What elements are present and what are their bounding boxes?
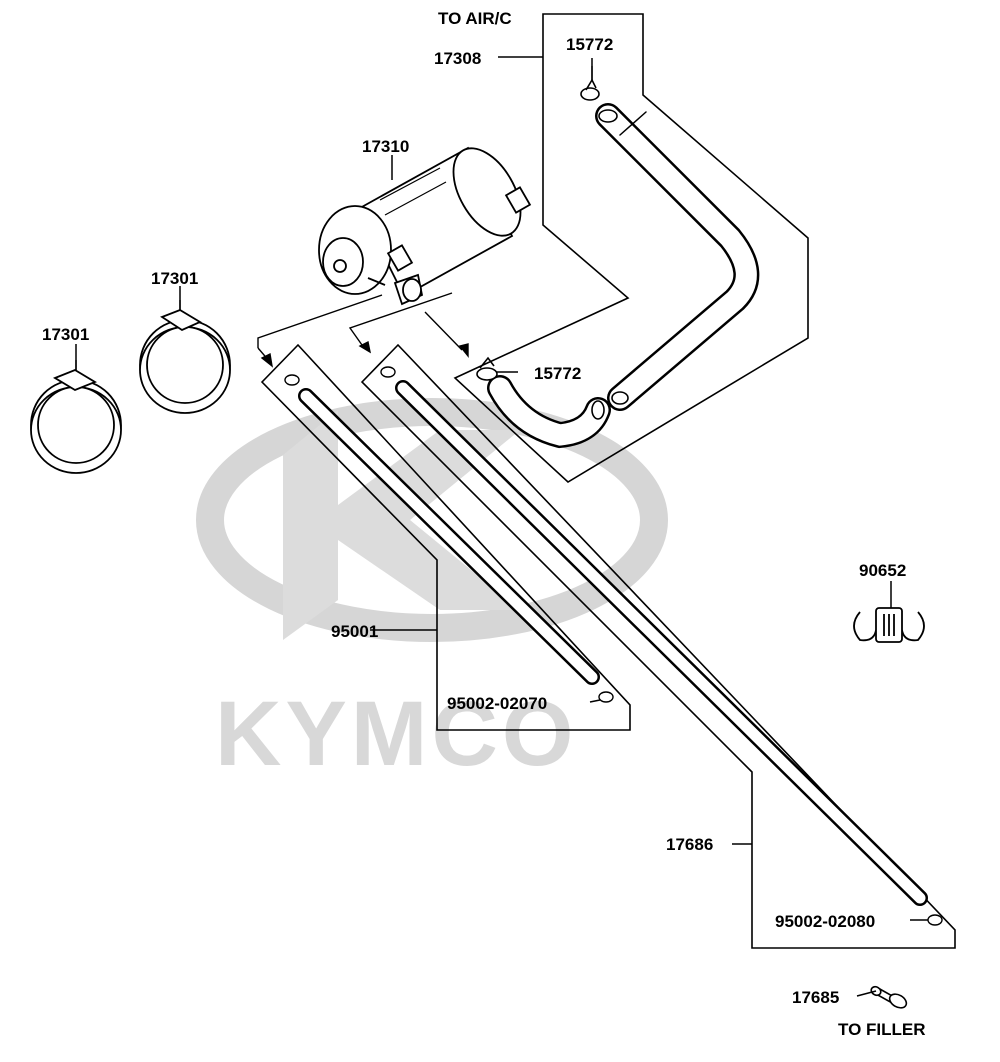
band-17301-back bbox=[139, 300, 231, 414]
leader-lines bbox=[75, 56, 928, 997]
label-17301-front: 17301 bbox=[42, 325, 89, 344]
label-17308: 17308 bbox=[434, 49, 481, 68]
clip-15772-mid bbox=[476, 356, 498, 381]
hose-95001 bbox=[284, 374, 614, 703]
label-17685: 17685 bbox=[792, 988, 839, 1007]
label-to-air-c: TO AIR/C bbox=[438, 9, 512, 28]
label-17686: 17686 bbox=[666, 835, 713, 854]
group-outlines bbox=[260, 13, 956, 949]
outline-air-c-group bbox=[453, 13, 809, 483]
hose-17686 bbox=[380, 366, 943, 926]
label-95002-02080: 95002-02080 bbox=[775, 912, 875, 931]
label-to-filler: TO FILLER bbox=[838, 1020, 926, 1039]
labels: TO AIR/C 17308 15772 17310 17301 17301 1… bbox=[42, 9, 926, 1039]
label-17301-back: 17301 bbox=[151, 269, 198, 288]
label-95001: 95001 bbox=[331, 622, 378, 641]
bent-hose bbox=[487, 375, 611, 449]
connection-leaders bbox=[257, 292, 469, 368]
label-15772-top: 15772 bbox=[566, 35, 613, 54]
band-17301-front bbox=[30, 360, 122, 474]
outline-long-hose-group bbox=[360, 343, 956, 949]
outline-short-hose-group bbox=[260, 343, 631, 731]
label-15772-mid: 15772 bbox=[534, 364, 581, 383]
canister-17310 bbox=[318, 146, 532, 306]
kymco-watermark: KYMCO bbox=[196, 398, 668, 785]
clip-15772-top bbox=[580, 66, 600, 101]
label-17310: 17310 bbox=[362, 137, 409, 156]
joint-17685 bbox=[870, 985, 908, 1009]
watermark-brand-text: KYMCO bbox=[215, 683, 577, 785]
clip-90652 bbox=[853, 607, 925, 643]
hose-17308 bbox=[595, 103, 760, 411]
label-95002-02070: 95002-02070 bbox=[447, 694, 547, 713]
label-90652: 90652 bbox=[859, 561, 906, 580]
